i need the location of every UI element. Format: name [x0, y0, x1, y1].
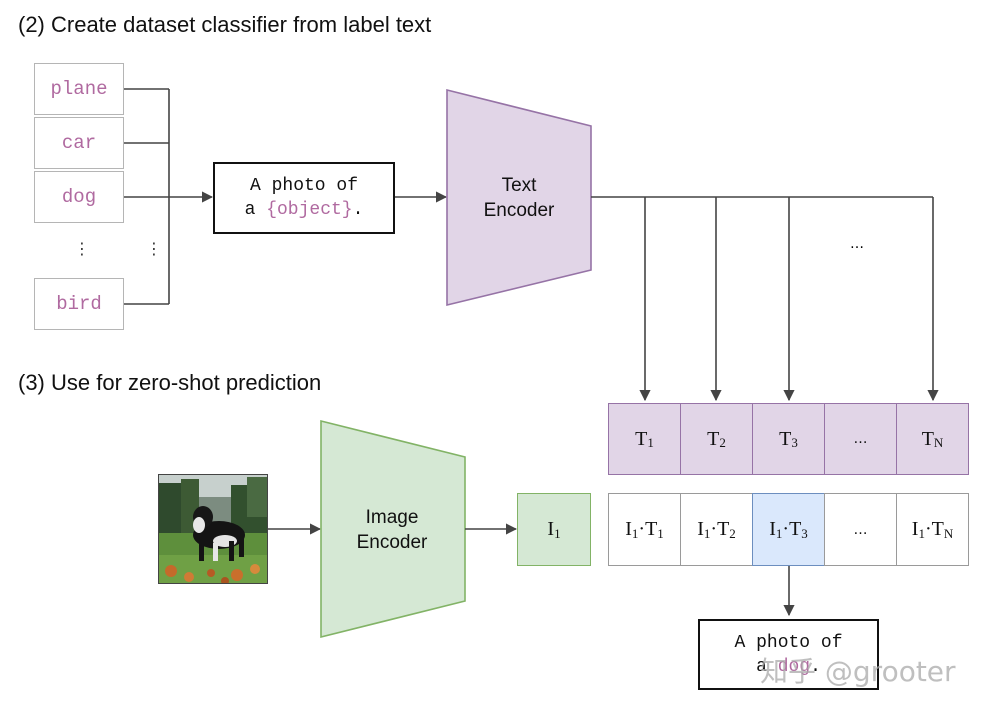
more-arrows-ellipsis: …: [850, 236, 864, 252]
prediction-article: a: [756, 656, 778, 677]
s2-as: 1: [703, 525, 711, 541]
sn-dot: ·: [924, 518, 932, 540]
text-encoder-shape: [446, 88, 592, 307]
sn-bs: N: [943, 525, 954, 541]
prediction-period: .: [810, 656, 821, 677]
watermark: 知乎 @grooter: [760, 655, 956, 688]
prompt-period: .: [352, 200, 364, 220]
t3-base: T: [779, 427, 792, 450]
prediction-template: A photo of a dog.: [698, 619, 879, 690]
s2-b: T: [717, 518, 730, 540]
label-box-bird: bird: [34, 278, 124, 330]
image-encoder-label: Image Encoder: [333, 505, 451, 555]
t1-sub: 1: [647, 435, 654, 450]
section-3-title: (3) Use for zero-shot prediction: [18, 370, 322, 395]
prompt-article: a: [244, 200, 267, 220]
s1-b: T: [645, 518, 658, 540]
i1-sub: 1: [554, 525, 561, 541]
t2-base: T: [707, 427, 720, 450]
text-encoder-line-1: Text: [501, 175, 537, 196]
text-encoder-line-2: Encoder: [483, 200, 555, 221]
s1-dot: ·: [638, 518, 646, 540]
text-encoder-label: Text Encoder: [460, 173, 578, 223]
dog-photo: [158, 474, 268, 584]
dog-photo-icon: [159, 475, 267, 583]
label-box-dog: dog: [34, 171, 124, 223]
t3-sub: 3: [791, 435, 798, 450]
prompt-line-2: a {object}.: [215, 198, 393, 222]
tn-base: T: [921, 427, 934, 450]
label-box-car: car: [34, 117, 124, 169]
section-2-title: (2) Create dataset classifier from label…: [18, 12, 432, 37]
sn-b: T: [931, 518, 944, 540]
s3-dot: ·: [782, 518, 790, 540]
sn-a: I: [911, 518, 919, 540]
s1-bs: 1: [657, 525, 664, 541]
s2-dot: ·: [710, 518, 718, 540]
sn-as: 1: [918, 525, 925, 541]
t-ellipsis: …: [853, 431, 868, 447]
s3-b: T: [789, 518, 802, 540]
image-encoder-line-1: Image: [365, 507, 419, 528]
prompt-line-1: A photo of: [249, 176, 359, 196]
similarity-cell-ellipsis: …: [824, 493, 897, 566]
image-encoder-shape: [320, 419, 466, 639]
s2-bs: 2: [729, 525, 736, 541]
s3-a: I: [769, 518, 776, 540]
s1-a: I: [625, 518, 632, 540]
prompt-template: A photo of a {object}.: [213, 162, 395, 234]
i1-base: I: [547, 518, 555, 540]
prompt-object-slot: {object}: [266, 200, 353, 220]
t1-base: T: [635, 427, 648, 450]
s1-as: 1: [631, 525, 639, 541]
prediction-line-1: A photo of: [734, 632, 843, 653]
text-embedding-ellipsis: …: [824, 403, 897, 475]
s3-as: 1: [775, 525, 783, 541]
bracket-vertical-ellipsis: ⋮: [146, 239, 162, 258]
tn-sub: N: [933, 435, 944, 450]
s2-a: I: [697, 518, 704, 540]
label-box-plane: plane: [34, 63, 124, 115]
s3-bs: 3: [801, 525, 808, 541]
image-encoder-line-2: Encoder: [356, 532, 428, 553]
label-vertical-ellipsis: ⋮: [74, 239, 90, 258]
t2-sub: 2: [719, 435, 726, 450]
s-ellipsis: …: [853, 521, 868, 538]
prediction-object-slot: dog: [777, 656, 811, 677]
prediction-line-2: a dog.: [700, 655, 877, 679]
